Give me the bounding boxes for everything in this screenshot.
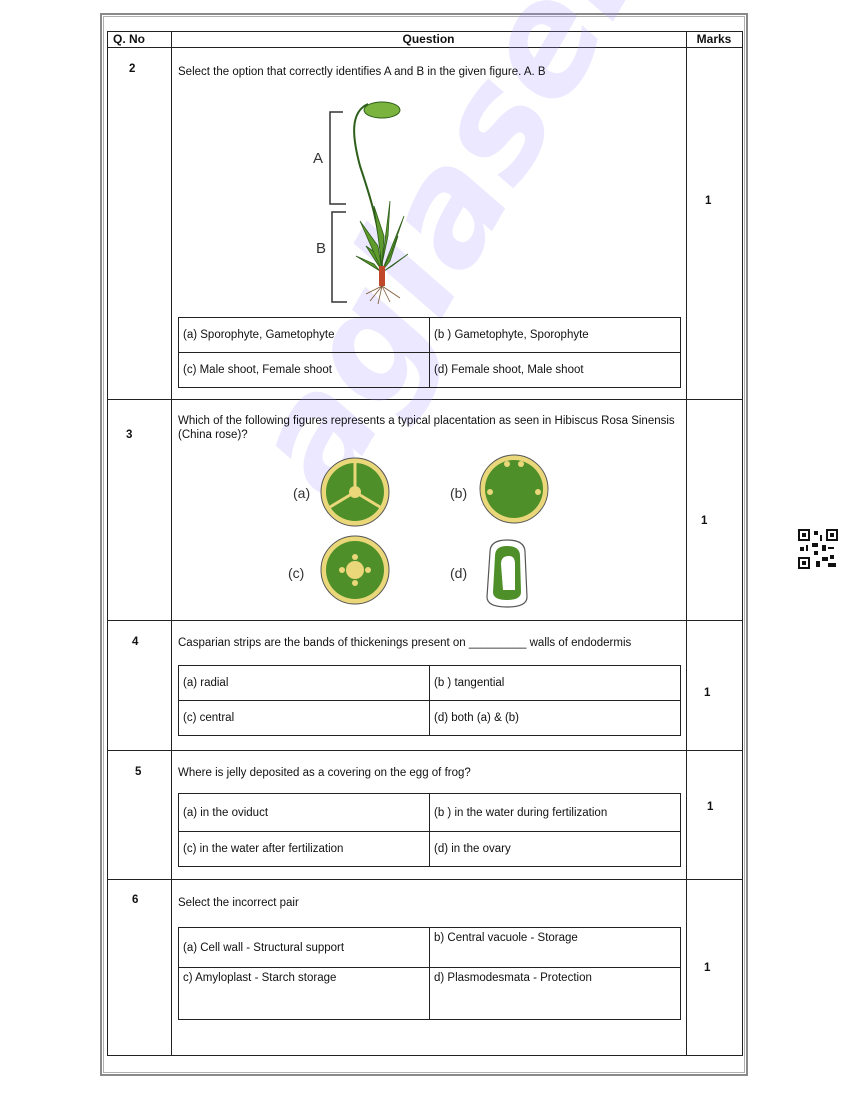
question-text: Casparian strips are the bands of thicke…: [178, 637, 632, 649]
question-number: 5: [135, 766, 142, 778]
option-d[interactable]: (d) in the ovary: [429, 831, 681, 867]
page-frame-inner: [103, 16, 745, 1073]
table-bottom-border: [107, 1055, 743, 1056]
qr-code: [798, 529, 838, 569]
gametophyte-leaves: [355, 200, 409, 272]
option-b[interactable]: (b ) tangential: [429, 665, 681, 701]
header-divider: [107, 47, 743, 48]
question-number: 2: [129, 63, 136, 75]
column-divider: [686, 31, 687, 1055]
question-number: 3: [126, 429, 133, 441]
ovary-c: [320, 535, 390, 605]
ovary-d: [486, 539, 528, 608]
capsule: [363, 101, 401, 119]
header-marks: Marks: [696, 32, 732, 46]
bracket-a: [329, 111, 346, 205]
rhizoids: [365, 285, 401, 305]
page-frame: [100, 13, 748, 1076]
options-table: (a) in the oviduct (b ) in the water dur…: [178, 793, 681, 867]
row-divider: [107, 879, 743, 880]
option-c[interactable]: (c) central: [178, 700, 430, 736]
question-number: 4: [132, 636, 139, 648]
marks-value: 1: [704, 687, 711, 699]
option-a[interactable]: (a) in the oviduct: [178, 793, 430, 832]
option-a[interactable]: (a) Sporophyte, Gametophyte: [178, 317, 430, 353]
option-d[interactable]: (d) Female shoot, Male shoot: [429, 352, 681, 388]
ovary-b: [479, 454, 549, 524]
option-c[interactable]: c) Amyloplast - Starch storage: [178, 967, 430, 1020]
row-divider: [107, 750, 743, 751]
option-d[interactable]: d) Plasmodesmata - Protection: [429, 967, 681, 1020]
question-number: 6: [132, 894, 139, 906]
figure-label-d: (d): [450, 565, 467, 581]
figure-label-a: A: [313, 150, 323, 167]
question-text: Select the incorrect pair: [178, 897, 299, 909]
bracket-b: [331, 211, 347, 303]
column-divider: [742, 31, 743, 1055]
option-b[interactable]: (b ) Gametophyte, Sporophyte: [429, 317, 681, 353]
question-text: Where is jelly deposited as a covering o…: [178, 767, 471, 779]
header-question: Question: [402, 32, 455, 46]
marks-value: 1: [705, 195, 712, 207]
question-text: Which of the following figures represent…: [178, 415, 675, 441]
ovary-a: [320, 457, 390, 527]
header-qno: Q. No: [113, 32, 145, 46]
marks-value: 1: [707, 801, 714, 813]
marks-value: 1: [704, 962, 711, 974]
figure-label-c: (c): [288, 565, 304, 581]
option-c[interactable]: (c) Male shoot, Female shoot: [178, 352, 430, 388]
moss-plant-figure: A B: [313, 101, 409, 305]
row-divider: [107, 620, 743, 621]
column-divider: [107, 31, 108, 1055]
question-text: Select the option that correctly identif…: [178, 66, 546, 78]
options-table: (a) Sporophyte, Gametophyte (b ) Gametop…: [178, 317, 681, 388]
option-b[interactable]: b) Central vacuole - Storage: [429, 927, 681, 968]
option-a[interactable]: (a) radial: [178, 665, 430, 701]
figure-label-a: (a): [293, 485, 310, 501]
option-c[interactable]: (c) in the water after fertilization: [178, 831, 430, 867]
options-table: (a) radial (b ) tangential (c) central (…: [178, 665, 681, 736]
stem-base: [379, 266, 385, 286]
row-divider: [107, 399, 743, 400]
placentation-figure: (a) (b) (c) (d): [288, 454, 549, 608]
column-divider: [171, 31, 172, 1055]
sporophyte-stalk: [353, 103, 383, 269]
option-b[interactable]: (b ) in the water during fertilization: [429, 793, 681, 832]
option-d[interactable]: (d) both (a) & (b): [429, 700, 681, 736]
figure-label-b: (b): [450, 485, 467, 501]
figure-label-b: B: [316, 240, 326, 257]
table-top-border: [107, 31, 743, 32]
option-a[interactable]: (a) Cell wall - Structural support: [178, 927, 430, 968]
options-table: (a) Cell wall - Structural support b) Ce…: [178, 927, 681, 1020]
marks-value: 1: [701, 515, 708, 527]
